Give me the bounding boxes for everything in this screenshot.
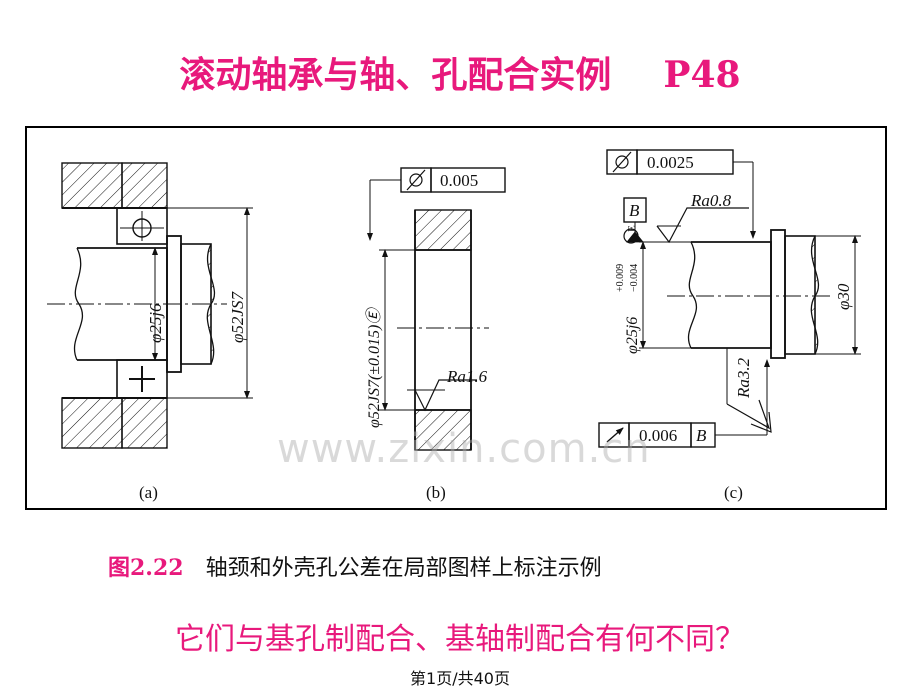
engineering-figure: φ25j6 φ52JS7 (a) 0: [25, 126, 887, 510]
panel-b-roughness: Ra1.6: [446, 367, 488, 386]
panel-a-dim-shaft: φ25j6: [146, 303, 165, 343]
bearing-top: [116, 207, 168, 245]
page-title: 滚动轴承与轴、孔配合实例 P48: [0, 46, 920, 98]
panel-c-roughness-side: Ra3.2: [734, 357, 753, 399]
panel-c-tolerance-value: 0.0025: [647, 153, 694, 172]
panel-a-dim-hole: φ52JS7: [228, 291, 247, 343]
housing-bottom-right-hatch: [121, 397, 168, 449]
title-page-ref: P48: [663, 54, 741, 96]
panel-b: [367, 167, 506, 451]
panel-c-dim-shaft-base: φ25j6: [624, 317, 641, 354]
panel-c-label: (c): [724, 483, 743, 502]
panel-a-label: (a): [139, 483, 158, 502]
caption-text: 轴颈和外壳孔公差在局部图样上标注示例: [205, 556, 602, 581]
panel-c-runout-datum: B: [696, 426, 707, 445]
panel-b-dim-hole: φ52JS7(±0.015)Ⓔ: [365, 307, 383, 428]
page-number: 第1页/共40页: [410, 669, 510, 688]
figure-caption: 图2.22 轴颈和外壳孔公差在局部图样上标注示例: [108, 550, 602, 582]
panel-c-envelope-symbol: E: [623, 225, 639, 244]
panel-c-roughness-top: Ra0.8: [690, 191, 732, 210]
caption-number: 图2.22: [108, 555, 184, 581]
panel-c-runout-value: 0.006: [639, 426, 677, 445]
housing-bottom-hatch: [61, 397, 123, 449]
figure-drawing: φ25j6 φ52JS7 (a) 0: [47, 149, 861, 502]
panel-b-label: (b): [426, 483, 446, 502]
housing-top-right-hatch: [121, 162, 168, 209]
panel-c-dim-shaft-upper: +0.009: [615, 264, 626, 292]
title-main: 滚动轴承与轴、孔配合实例: [179, 54, 612, 96]
question-text: 它们与基孔制配合、基轴制配合有何不同？: [175, 622, 745, 657]
panel-c: [598, 149, 861, 448]
panel-c-dim-shoulder: φ30: [834, 283, 853, 310]
panel-b-bottom-hatch: [414, 409, 472, 451]
housing-top-hatch: [61, 162, 123, 209]
panel-c-datum: B: [629, 201, 640, 220]
panel-c-dim-shaft-lower: −0.004: [629, 264, 640, 292]
panel-b-top-hatch: [414, 209, 472, 251]
panel-a: [47, 162, 253, 449]
panel-c-envelope-letter: E: [626, 225, 638, 232]
panel-b-tolerance-value: 0.005: [440, 171, 478, 190]
